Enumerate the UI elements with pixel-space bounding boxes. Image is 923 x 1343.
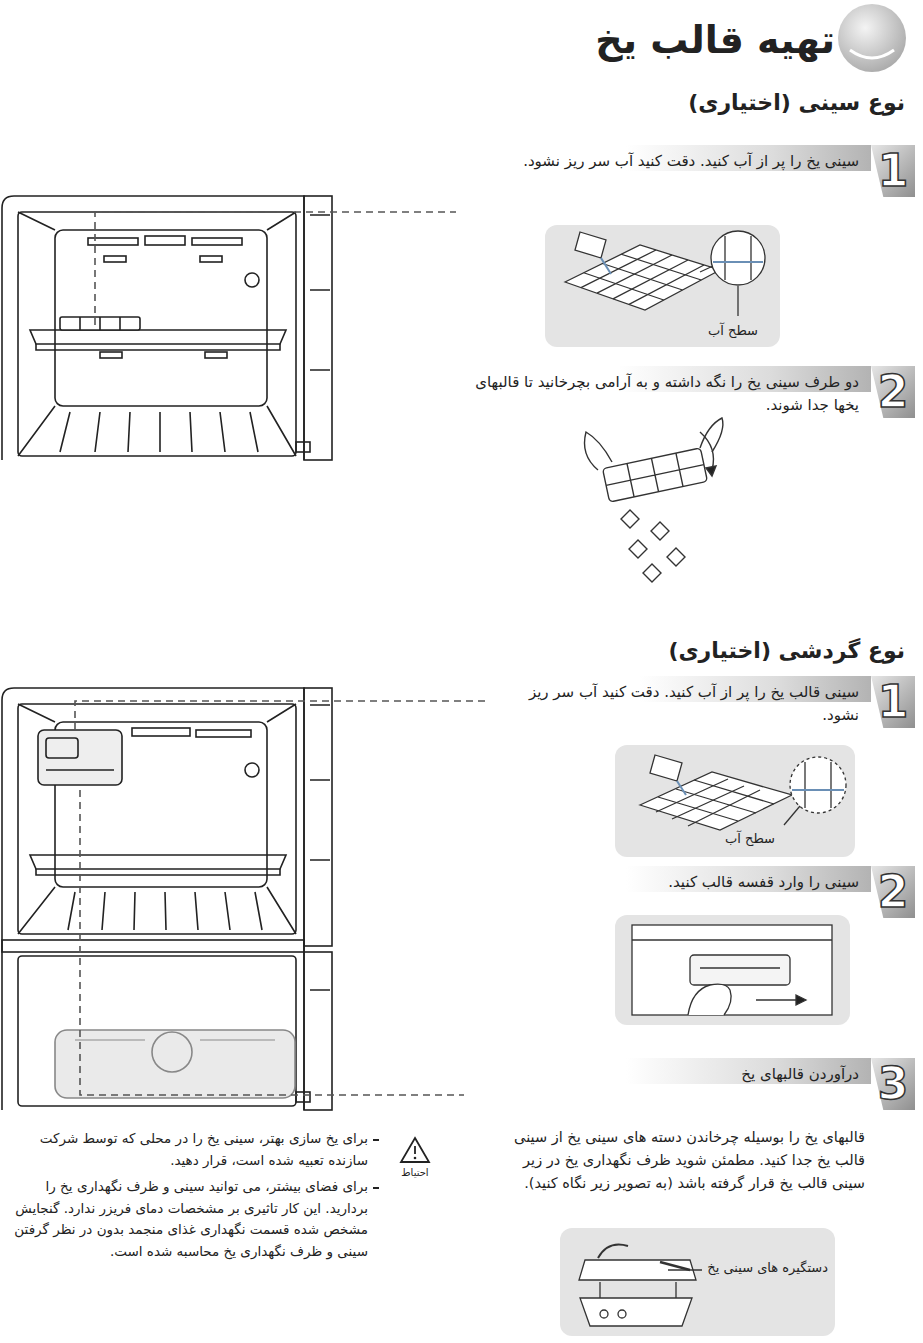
part-label-holder: سطح آب: [710, 829, 790, 849]
note-text-holder: برای یخ سازی بهتر، سینی یخ را در محلی که…: [8, 1128, 368, 1171]
step-banner: 1 سینی قالب یخ را پر از آب کنید. دقت کنید…: [495, 676, 915, 734]
step-number-holder: 2: [871, 366, 915, 418]
label-text-holder: احتیاط: [390, 1166, 440, 1179]
bullet-dash: [373, 1187, 379, 1189]
step-number: 3: [871, 1058, 915, 1110]
page-title: تهیه قالب یخ: [475, 16, 835, 65]
part-label: سطح آب: [698, 321, 768, 341]
label-text-holder: قالبهای یخ را بوسیله چرخاندن دسته های سی…: [498, 1126, 865, 1196]
label-text: احتیاط: [390, 1166, 440, 1179]
illustration-panel: سطح آب: [545, 225, 780, 347]
illustration-panel: دستگیره های سینی یخ: [560, 1228, 835, 1336]
page-title-holder: تهیه قالب یخ: [475, 16, 835, 65]
step-number-holder: 3: [871, 1058, 915, 1110]
step-number-holder: 2: [871, 866, 915, 918]
note-text-holder: برای فضای بیشتر، می توانید سینی و ظرف نگ…: [8, 1176, 368, 1262]
step-text-holder: سینی قالب یخ را پر از آب کنید. دقت کنید …: [495, 681, 859, 728]
step-number-holder: 1: [871, 676, 915, 728]
step-text: سینی را وارد قفسه قالب کنید.: [470, 871, 859, 894]
step-text-holder: دو طرف سینی یخ را نگه داشته و به آرامی ب…: [455, 371, 859, 418]
part-label-holder: دستگیره های سینی یخ: [706, 1258, 828, 1278]
step-text-holder: سینی یخ را پر از آب کنید. دقت کنید آب سر…: [470, 150, 859, 173]
step-number: 1: [871, 676, 915, 728]
label-text-holder: نوع گردشی (اختیاری): [520, 634, 905, 668]
bullet-dash: [373, 1139, 379, 1141]
label-text: قالبهای یخ را بوسیله چرخاندن دسته های سی…: [498, 1126, 865, 1196]
step-banner: 3 درآوردن قالبهای یخ: [470, 1058, 915, 1110]
step-banner: 2 سینی را وارد قفسه قالب کنید.: [470, 866, 915, 918]
step-text: سینی یخ را پر از آب کنید. دقت کنید آب سر…: [470, 150, 859, 173]
step-text: دو طرف سینی یخ را نگه داشته و به آرامی ب…: [455, 371, 859, 418]
step-number-holder: 1: [871, 145, 915, 197]
part-label-holder: سطح آب: [698, 321, 768, 341]
step-banner: 1 سینی یخ را پر از آب کنید. دقت کنید آب س…: [470, 145, 915, 197]
step-text-holder: درآوردن قالبهای یخ: [470, 1063, 859, 1086]
step-number: 2: [871, 866, 915, 918]
label-text-holder: نوع سینی (اختیاری): [520, 86, 905, 120]
part-label: دستگیره های سینی یخ: [706, 1258, 828, 1278]
step-banner: 2 دو طرف سینی یخ را نگه داشته و به آرامی …: [455, 366, 915, 424]
step-number: 1: [871, 145, 915, 197]
step-text: سینی قالب یخ را پر از آب کنید. دقت کنید …: [495, 681, 859, 728]
label-text: نوع سینی (اختیاری): [520, 86, 905, 120]
step-text: درآوردن قالبهای یخ: [470, 1063, 859, 1086]
step-text-holder: سینی را وارد قفسه قالب کنید.: [470, 871, 859, 894]
note-text: برای فضای بیشتر، می توانید سینی و ظرف نگ…: [8, 1176, 368, 1262]
illustration-panel: سطح آب: [615, 745, 855, 857]
note-text: برای یخ سازی بهتر، سینی یخ را در محلی که…: [8, 1128, 368, 1171]
step-number: 2: [871, 366, 915, 418]
label-text: نوع گردشی (اختیاری): [520, 634, 905, 668]
part-label: سطح آب: [710, 829, 790, 849]
